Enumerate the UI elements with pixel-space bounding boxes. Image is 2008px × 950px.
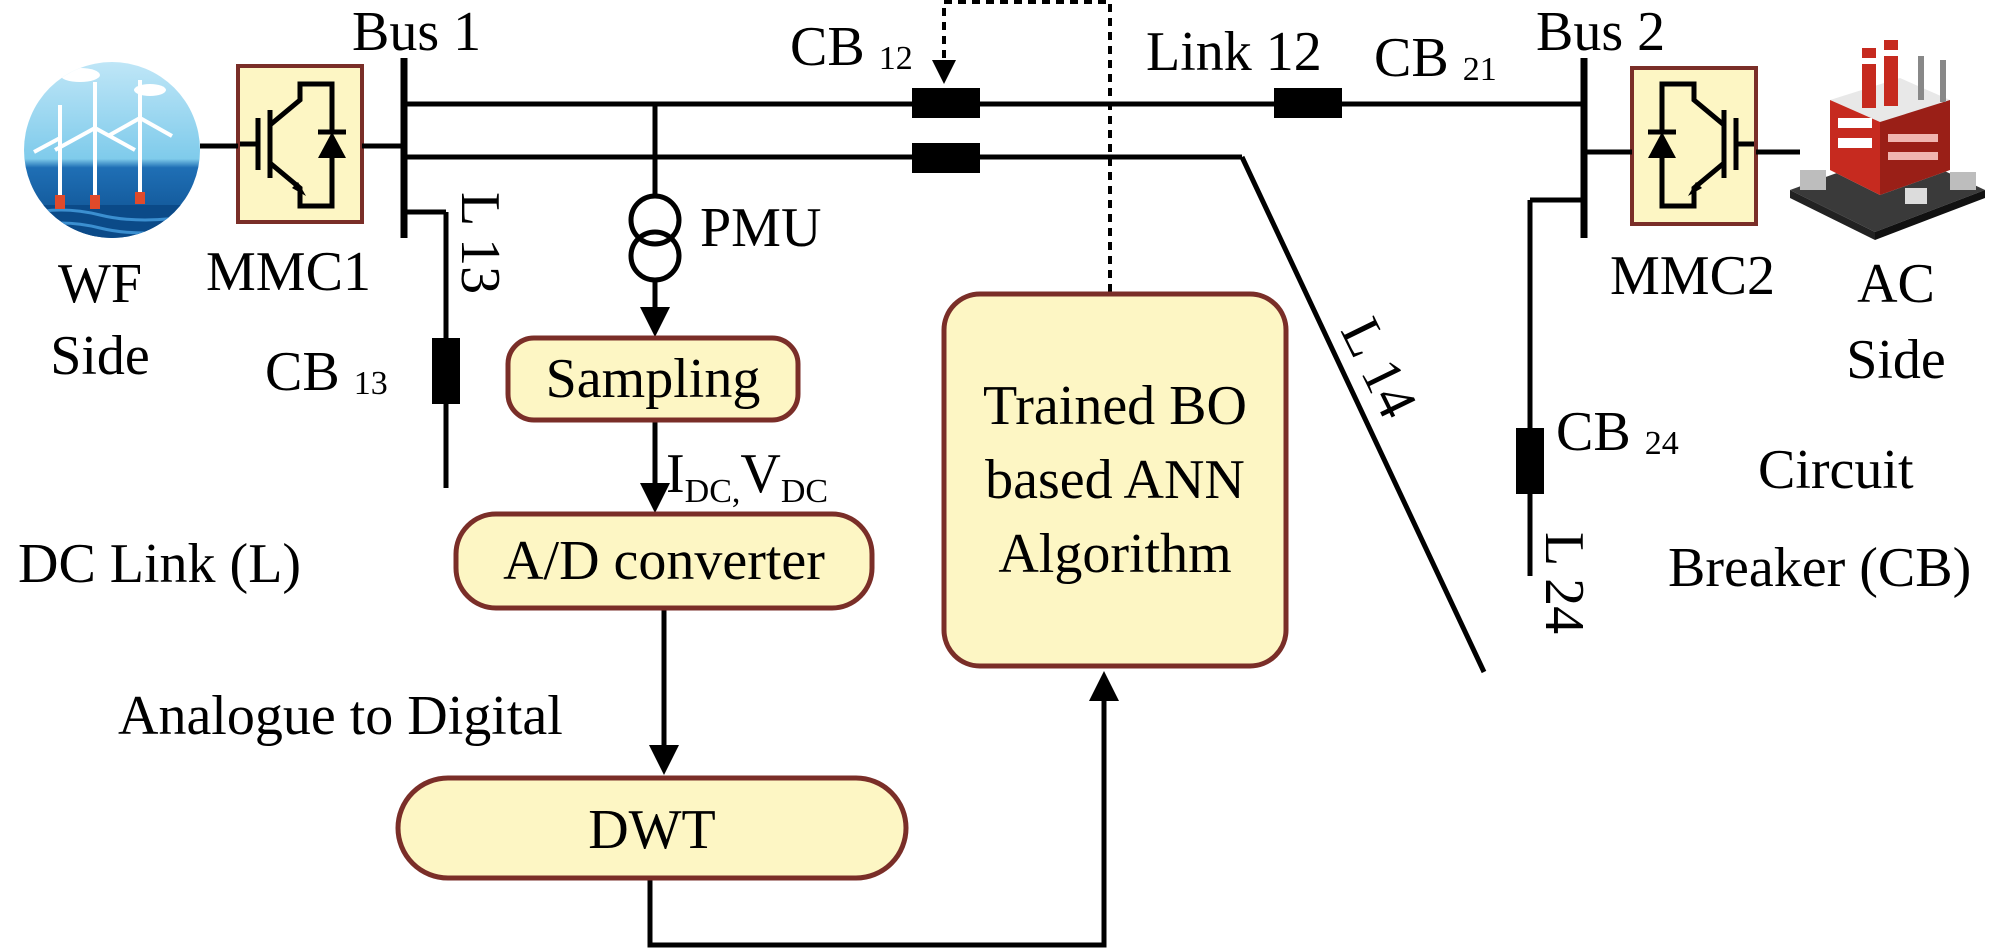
ann-block: Trained BO based ANN Algorithm (941, 291, 1289, 669)
ac-grid-plant-icon (1790, 40, 1985, 240)
pmu-transformer-icon (628, 193, 682, 283)
cb14-breaker (912, 143, 980, 173)
mmc2-label: MMC2 (1610, 245, 1775, 307)
ann-label-line3: Algorithm (998, 523, 1231, 585)
wind-farm-icon (24, 62, 200, 238)
cb24-breaker (1516, 428, 1544, 494)
mmc1-converter-symbol (236, 64, 364, 224)
bus2-label: Bus 2 (1536, 1, 1665, 63)
mmc2-converter-symbol (1630, 66, 1758, 226)
circuit-breaker-label-line1: Circuit (1758, 439, 1914, 501)
circuit-breaker-label-line2: Breaker (CB) (1668, 537, 1971, 599)
cb21-breaker (1274, 88, 1342, 118)
wf-side-label-line2: Side (50, 325, 150, 387)
analogue-to-digital-label: Analogue to Digital (118, 685, 563, 747)
ac-side-label-line1: AC (1857, 253, 1935, 315)
wf-side-label-line1: WF (58, 253, 142, 315)
ann-label-line1: Trained BO (983, 375, 1247, 437)
sampling-label: Sampling (546, 348, 761, 410)
mmc1-label: MMC1 (206, 241, 371, 303)
l13-label: L 13 (449, 192, 511, 294)
dwt-label: DWT (588, 799, 716, 861)
cb13-breaker (432, 338, 460, 404)
l24-label: L 24 (1533, 532, 1595, 634)
dwt-to-ann-arrow (647, 671, 1119, 948)
signal-label: IDC,VDC (666, 443, 828, 510)
bus1-label: Bus 1 (352, 1, 481, 63)
adc-label: A/D converter (503, 530, 825, 592)
link12-label: Link 12 (1146, 21, 1322, 83)
ann-trip-signal-dashed (932, 0, 1112, 292)
ann-label-line2: based ANN (985, 449, 1245, 511)
sampling-block: Sampling (505, 335, 801, 423)
l14-line-diagonal (1239, 155, 1487, 674)
pmu-label: PMU (700, 197, 821, 259)
dwt-block: DWT (395, 775, 909, 881)
dc-link-label: DC Link (L) (18, 533, 301, 595)
adc-block: A/D converter (453, 511, 875, 611)
ac-side-label-line2: Side (1846, 329, 1946, 391)
cb12-breaker (912, 88, 980, 118)
